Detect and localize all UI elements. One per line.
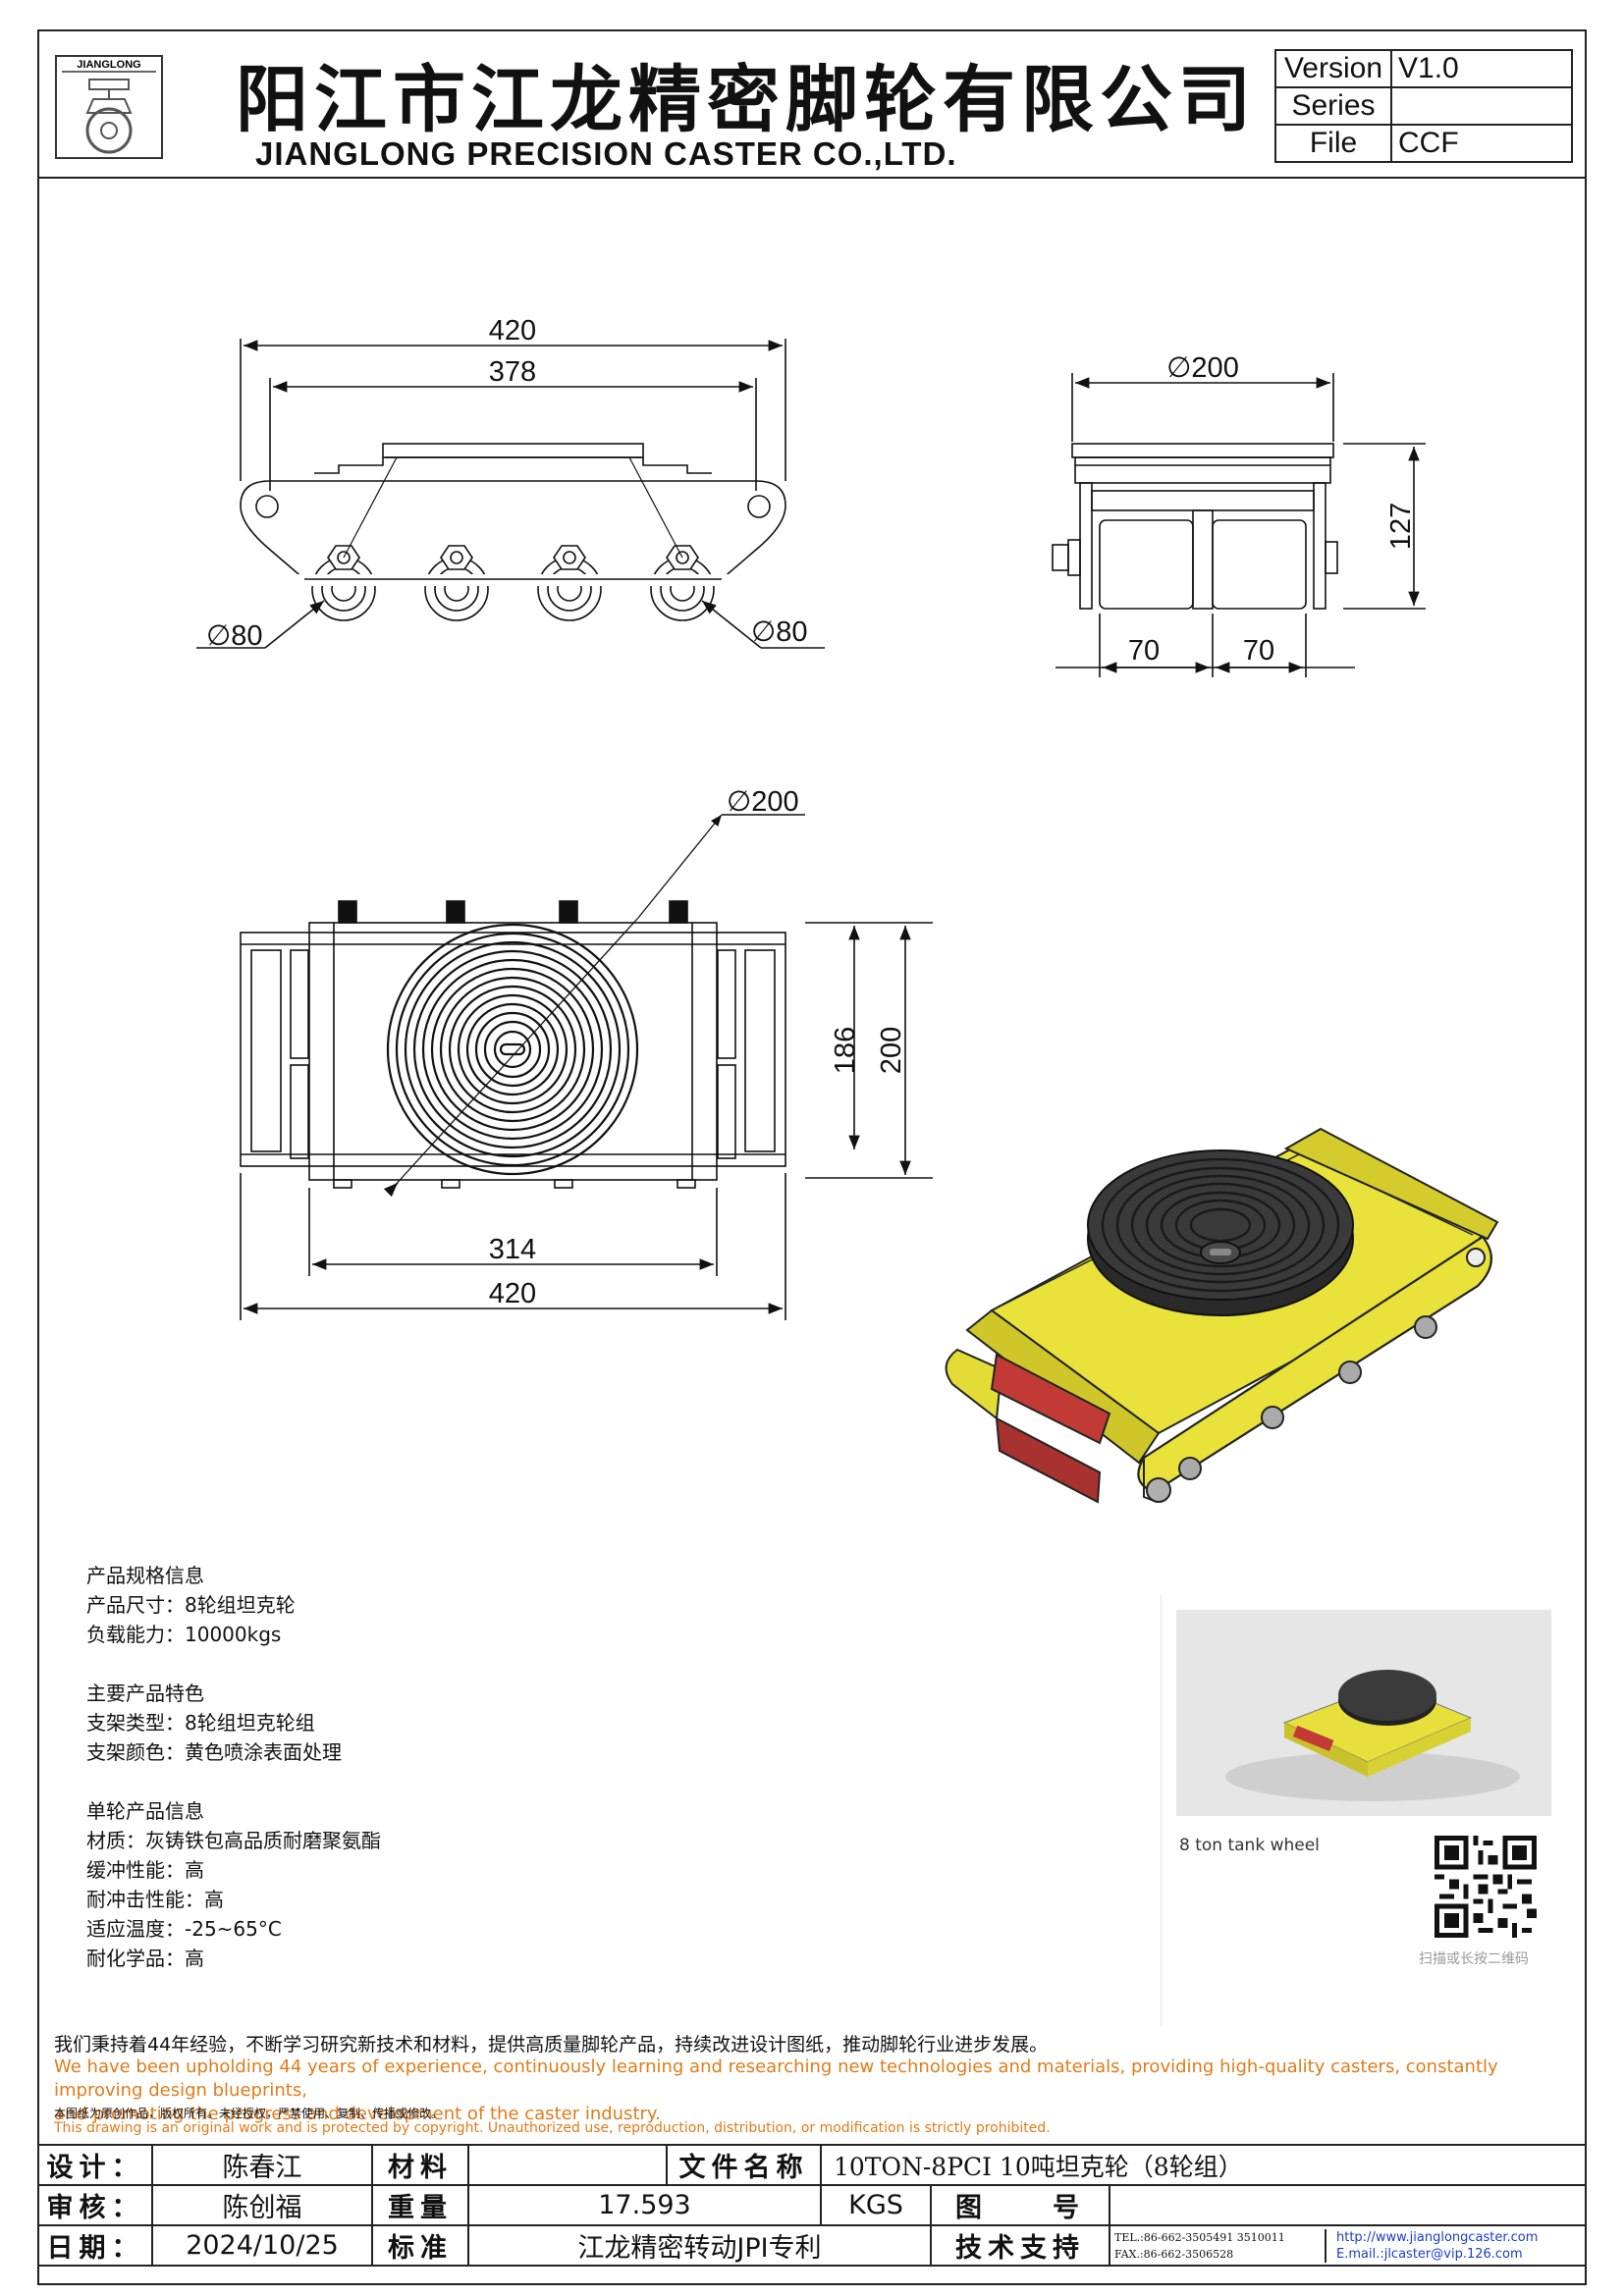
plan-view: [240, 814, 933, 1320]
spiral-pad: [386, 923, 639, 1176]
dim-end-wheel-left: 70: [1128, 635, 1160, 667]
statement-en: We have been upholding 44 years of exper…: [54, 2056, 1586, 2126]
standard-label: 标准: [371, 2224, 469, 2267]
version-key: Version: [1274, 49, 1392, 88]
dim-plan-top-dia: ∅200: [727, 786, 799, 818]
qr-code: [1435, 1836, 1537, 1938]
statement-en-line: and promoting the progress and developme…: [54, 2104, 661, 2124]
spec-line: 材质：灰铸铁包高品质耐磨聚氨酯: [86, 1829, 381, 1852]
spec-group-title: 产品规格信息: [86, 1564, 204, 1587]
header-divider: [37, 177, 1587, 179]
product-photo-card: 8 ton tank wheel 扫描或长按二维码: [1161, 1595, 1566, 2027]
standard-value: 江龙精密转动JPI专利: [467, 2224, 932, 2267]
title-block: 设计： 陈春江 材料 文件名称 10TON-8PCI 10吨坦克轮（8轮组） 审…: [37, 2144, 1587, 2267]
dim-plan-outer-height: 200: [876, 1027, 907, 1074]
spec-line: 支架类型：8轮组坦克轮组: [86, 1711, 315, 1735]
logo-text: JIANGLONG: [77, 59, 140, 71]
spec-group-features: 主要产品特色 支架类型：8轮组坦克轮组 支架颜色：黄色喷涂表面处理: [86, 1679, 381, 1767]
company-name-cn: 阳江市江龙精密脚轮有限公司: [236, 58, 1257, 142]
spec-line: 适应温度：-25~65°C: [86, 1917, 282, 1941]
web-email: http://www.jianglongcaster.com E.mail.:j…: [1326, 2229, 1585, 2263]
dim-side-overall: 420: [489, 315, 536, 347]
filename-value: 10TON-8PCI 10吨坦克轮（8轮组）: [820, 2144, 1587, 2186]
filename-label: 文件名称: [666, 2144, 822, 2186]
review-value: 陈创福: [151, 2184, 373, 2226]
spec-line: 耐化学品：高: [86, 1947, 204, 1970]
series-key: Series: [1274, 86, 1392, 126]
dim-wheel-dia-left: ∅80: [206, 620, 263, 652]
design-value: 陈春江: [151, 2144, 373, 2186]
isometric-render: [945, 1127, 1499, 1504]
date-value: 2024/10/25: [151, 2224, 373, 2267]
spec-line: 产品尺寸：8轮组坦克轮: [86, 1593, 296, 1617]
dim-side-inner: 378: [489, 356, 536, 388]
weight-value: 17.593: [467, 2184, 822, 2226]
title-block-row: 设计： 陈春江 材料 文件名称 10TON-8PCI 10吨坦克轮（8轮组）: [37, 2144, 1587, 2186]
series-value: [1390, 86, 1573, 126]
dim-wheel-dia-right: ∅80: [751, 616, 808, 648]
weight-label: 重量: [371, 2184, 469, 2226]
statement-cn: 我们秉持着44年经验，不断学习研究新技术和材料，提供高质量脚轮产品，持续改进设计…: [54, 2034, 1049, 2056]
title-block-row: 日期： 2024/10/25 标准 江龙精密转动JPI专利 技术支持 TEL.:…: [37, 2224, 1587, 2267]
dim-end-wheel-right: 70: [1243, 635, 1274, 667]
fax-text: FAX.:86-662-3506528: [1114, 2247, 1234, 2261]
spec-line: 耐冲击性能：高: [86, 1888, 224, 1911]
file-key: File: [1274, 124, 1392, 163]
phone-fax: TEL.:86-662-3505491 3510011 FAX.:86-662-…: [1110, 2228, 1326, 2263]
spec-line: 支架颜色：黄色喷涂表面处理: [86, 1740, 342, 1764]
series-row: Series: [1274, 86, 1573, 126]
drawing-frame: [37, 29, 1587, 2285]
company-logo: JIANGLONG: [55, 55, 163, 159]
spec-group-title: 单轮产品信息: [86, 1799, 204, 1823]
dim-plan-inner-width: 314: [489, 1234, 536, 1265]
contact-cell: TEL.:86-662-3505491 3510011 FAX.:86-662-…: [1109, 2224, 1587, 2267]
drawing-no-label: 图 号: [930, 2184, 1110, 2226]
design-label: 设计：: [37, 2144, 153, 2186]
end-view: [1052, 373, 1426, 677]
spec-group-size: 产品规格信息 产品尺寸：8轮组坦克轮 负载能力：10000kgs: [86, 1561, 381, 1649]
support-label: 技术支持: [930, 2224, 1110, 2267]
spec-group-title: 主要产品特色: [86, 1682, 204, 1705]
version-value: V1.0: [1390, 49, 1573, 88]
material-value: [467, 2144, 668, 2186]
copyright-en: This drawing is an original work and is …: [54, 2120, 1051, 2136]
photo-caption: 8 ton tank wheel: [1179, 1836, 1320, 1855]
company-name-en: JIANGLONG PRECISION CASTER CO.,LTD.: [255, 135, 957, 172]
qr-caption: 扫描或长按二维码: [1419, 1951, 1529, 1967]
email-link[interactable]: E.mail.:jlcaster@vip.126.com: [1336, 2246, 1523, 2262]
weight-unit: KGS: [820, 2184, 932, 2226]
date-label: 日期：: [37, 2224, 153, 2267]
technical-drawings: 420 378 ∅80 ∅80 ∅200 127 70 70 ∅200 186 …: [196, 315, 1499, 1504]
dim-end-height: 127: [1385, 503, 1417, 550]
spec-list: 产品规格信息 产品尺寸：8轮组坦克轮 负载能力：10000kgs 主要产品特色 …: [86, 1561, 381, 2002]
file-value: CCF: [1390, 124, 1573, 163]
dim-plan-outer-width: 420: [489, 1278, 536, 1309]
spec-line: 缓冲性能：高: [86, 1858, 204, 1882]
spec-group-wheel: 单轮产品信息 材质：灰铸铁包高品质耐磨聚氨酯 缓冲性能：高 耐冲击性能：高 适应…: [86, 1796, 381, 1973]
product-photo: [1176, 1610, 1551, 1816]
title-block-row: 审核： 陈创福 重量 17.593 KGS 图 号: [37, 2184, 1587, 2226]
review-label: 审核：: [37, 2184, 153, 2226]
drawing-no-value: [1109, 2184, 1587, 2226]
copyright-cn: 本图纸为原创作品，版权所有。未经授权，严禁使用、复制、传播或修改。: [54, 2107, 444, 2120]
spec-line: 负载能力：10000kgs: [86, 1623, 282, 1646]
dim-end-top-dia: ∅200: [1166, 352, 1239, 384]
tel-text: TEL.:86-662-3505491 3510011: [1114, 2230, 1285, 2244]
material-label: 材料: [371, 2144, 469, 2186]
dim-plan-inner-height: 186: [830, 1027, 861, 1074]
side-view: [196, 339, 825, 649]
website-link[interactable]: http://www.jianglongcaster.com: [1336, 2229, 1539, 2245]
statement-en-line: We have been upholding 44 years of exper…: [54, 2056, 1498, 2101]
